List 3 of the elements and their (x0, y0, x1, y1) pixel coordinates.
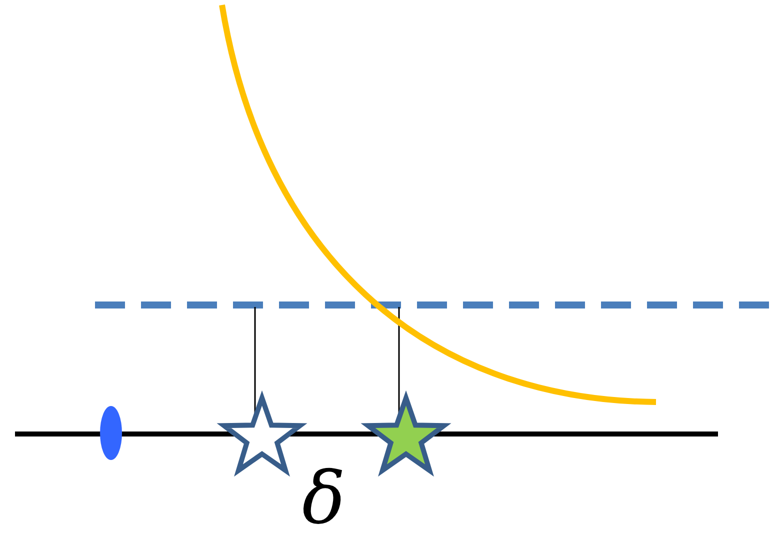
ellipse-marker (100, 406, 122, 460)
delta-symbol: δ (302, 462, 346, 534)
filled-star (360, 390, 452, 477)
